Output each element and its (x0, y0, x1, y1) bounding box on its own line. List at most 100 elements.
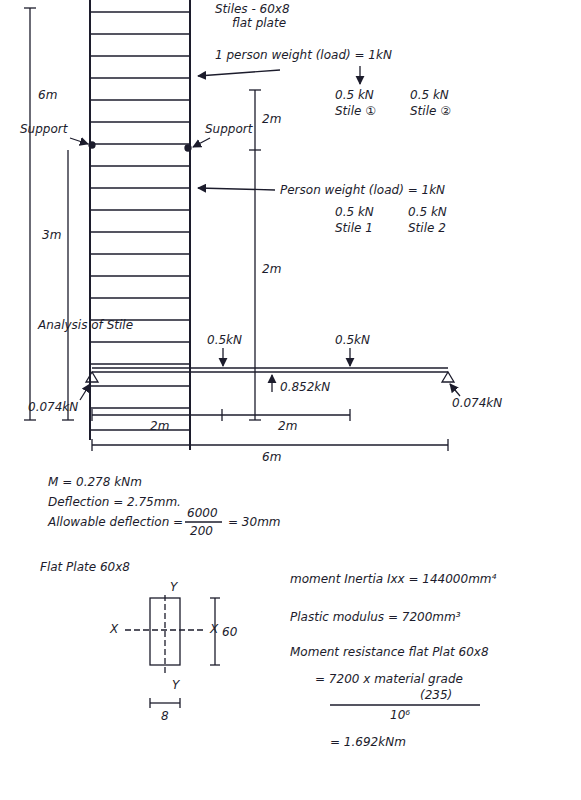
ladder-rung (90, 77, 190, 78)
annotation: Support (205, 122, 252, 137)
dimension-tick (210, 664, 220, 665)
beam (86, 368, 454, 382)
dimension-tick (221, 409, 222, 421)
ladder-rung (90, 429, 190, 430)
ladder-rung (90, 33, 190, 34)
annotation: 0.5 kN (335, 205, 374, 220)
annotation: Analysis of Stile (38, 318, 133, 333)
annotation: Y (170, 580, 177, 595)
dimension-tick (24, 7, 36, 8)
annotation: Plastic modulus = 7200mm³ (290, 610, 460, 625)
ladder-rung (90, 55, 190, 56)
annotation: Stile 1 (335, 221, 373, 236)
reaction-arrow (450, 384, 460, 396)
annotation: 1 person weight (load) = 1kN (215, 48, 392, 63)
annotation: 6m (38, 88, 57, 103)
annotation: 0.5 kN (335, 88, 374, 103)
annotation: 6m (262, 450, 281, 465)
ladder-rung (90, 187, 190, 188)
annotation: Flat Plate 60x8 (40, 560, 130, 575)
dimension-line (92, 414, 350, 415)
annotation: 60 (222, 625, 237, 640)
annotation: X (210, 622, 218, 637)
dimension-line (254, 90, 255, 420)
dimension-tick (249, 149, 261, 150)
annotation: = 1.692kNm (330, 735, 406, 750)
annotation: 0.5 kN (408, 205, 447, 220)
stile (189, 0, 191, 450)
y-axis (164, 595, 165, 676)
dimension-tick (179, 698, 180, 708)
ladder-rung (90, 385, 190, 386)
annotation: Stiles - 60x8 (215, 2, 290, 17)
leader-line (193, 138, 210, 147)
annotation: 2m (150, 419, 169, 434)
load-arrow (349, 348, 350, 366)
annotation: M = 0.278 kNm (48, 475, 142, 490)
support-dot (185, 145, 191, 151)
reaction-arrow (80, 384, 90, 400)
annotation: Stile ② (410, 104, 451, 119)
ladder-rung (90, 165, 190, 166)
annotation: 3m (42, 228, 61, 243)
dimension-tick (447, 439, 448, 451)
ladder-rung (90, 231, 190, 232)
fraction-bar (185, 521, 222, 522)
annotation: = 30mm (228, 515, 281, 530)
fraction-bar (330, 704, 480, 705)
annotation: 2m (262, 112, 281, 127)
ladder-rung (90, 253, 190, 254)
annotation: (235) (420, 688, 452, 703)
annotation: 0.5kN (207, 333, 242, 348)
dimension-line (150, 702, 180, 703)
ladder-rung (90, 363, 190, 364)
annotation: 0.5 kN (410, 88, 449, 103)
load-arrow (198, 70, 280, 76)
ladder-rung (90, 275, 190, 276)
annotation: X (110, 622, 118, 637)
dimension-tick (349, 409, 350, 421)
annotation: 2m (262, 262, 281, 277)
dimension-tick (24, 419, 36, 420)
ladder-rung (90, 143, 190, 144)
ladder (90, 0, 190, 450)
ladder-rung (90, 407, 190, 408)
annotation: Y (172, 678, 179, 693)
ladder-rung (90, 297, 190, 298)
annotation: 0.5kN (335, 333, 370, 348)
reaction-arrow (271, 375, 272, 392)
leader-line (70, 138, 88, 144)
dimension-tick (210, 597, 220, 598)
annotation: 2m (278, 419, 297, 434)
dimension-tick (249, 419, 261, 420)
annotation: 0.074kN (28, 400, 78, 415)
annotation: 10⁶ (390, 708, 410, 723)
dimension-tick (149, 698, 150, 708)
annotation: 8 (161, 709, 169, 724)
load-arrow (222, 348, 223, 366)
annotation: Support (20, 122, 67, 137)
dimension-line (29, 8, 30, 420)
annotation: 6000 (187, 506, 218, 521)
ladder-rung (90, 341, 190, 342)
annotation: moment Inertia Ixx = 144000mm⁴ (290, 572, 496, 587)
annotation: Stile ① (335, 104, 376, 119)
support-dot (89, 142, 95, 148)
annotation: flat plate (232, 16, 286, 31)
annotation: 0.074kN (452, 396, 502, 411)
ladder-rung (90, 99, 190, 100)
dimension-tick (91, 409, 92, 421)
annotation: Person weight (load) = 1kN (280, 183, 445, 198)
annotation: Deflection = 2.75mm. (48, 495, 181, 510)
annotation: Stile 2 (408, 221, 446, 236)
ladder-rung (90, 209, 190, 210)
dimension-tick (91, 439, 92, 451)
annotation: 0.852kN (280, 380, 330, 395)
ladder-rung (90, 11, 190, 12)
dimension-tick (62, 419, 74, 420)
annotation: Allowable deflection = (48, 515, 183, 530)
dimension-tick (249, 89, 261, 90)
annotation: 200 (190, 524, 213, 539)
dimension-line (92, 444, 448, 445)
